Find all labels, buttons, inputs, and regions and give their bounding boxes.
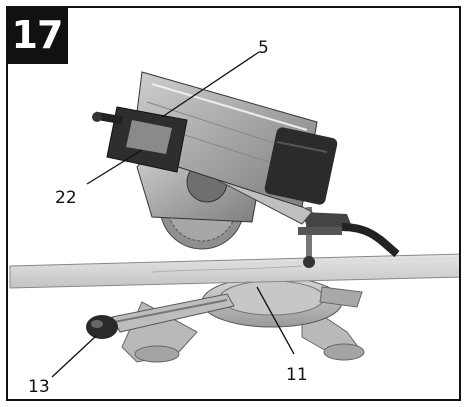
wooden-plank [9,253,459,289]
saw-handle [92,106,188,173]
leader-22 [86,149,143,185]
leader-13 [51,335,97,378]
saw-base [121,276,365,363]
workpiece-clamp [298,207,352,268]
figure-number-badge: 17 [6,6,68,64]
callout-leaders [51,51,295,378]
power-cord [341,223,400,258]
callout-13: 13 [28,377,50,397]
callout-11: 11 [286,365,308,385]
callout-5: 5 [258,38,269,58]
figure-frame [6,6,461,401]
leader-11 [256,286,295,355]
extension-arm [86,293,235,339]
callout-22: 22 [55,188,77,208]
leader-5 [161,51,260,118]
miter-saw-illustration [9,51,459,378]
